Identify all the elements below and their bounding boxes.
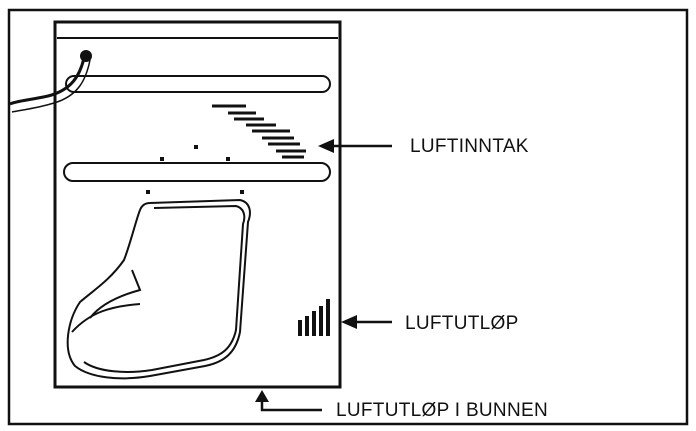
indicator-dots: [146, 145, 244, 194]
outer-frame: [7, 8, 689, 426]
upper-slot: [65, 75, 331, 93]
device-body: [53, 20, 342, 389]
boot-shape-icon: [66, 198, 251, 380]
label-air-intake: LUFTINNTAK: [410, 136, 529, 157]
arrow-left-icon: [318, 139, 392, 153]
lower-slot: [63, 162, 331, 182]
cable-icon: [9, 50, 92, 113]
arrow-up-icon: [255, 390, 322, 412]
arrow-left-icon: [341, 315, 392, 329]
vent-bars-icon: [298, 299, 330, 336]
label-bottom-outlet: LUFTUTLØP I BUNNEN: [336, 400, 548, 421]
label-air-outlet: LUFTUTLØP: [405, 313, 519, 334]
air-intake-vents: [212, 104, 306, 159]
